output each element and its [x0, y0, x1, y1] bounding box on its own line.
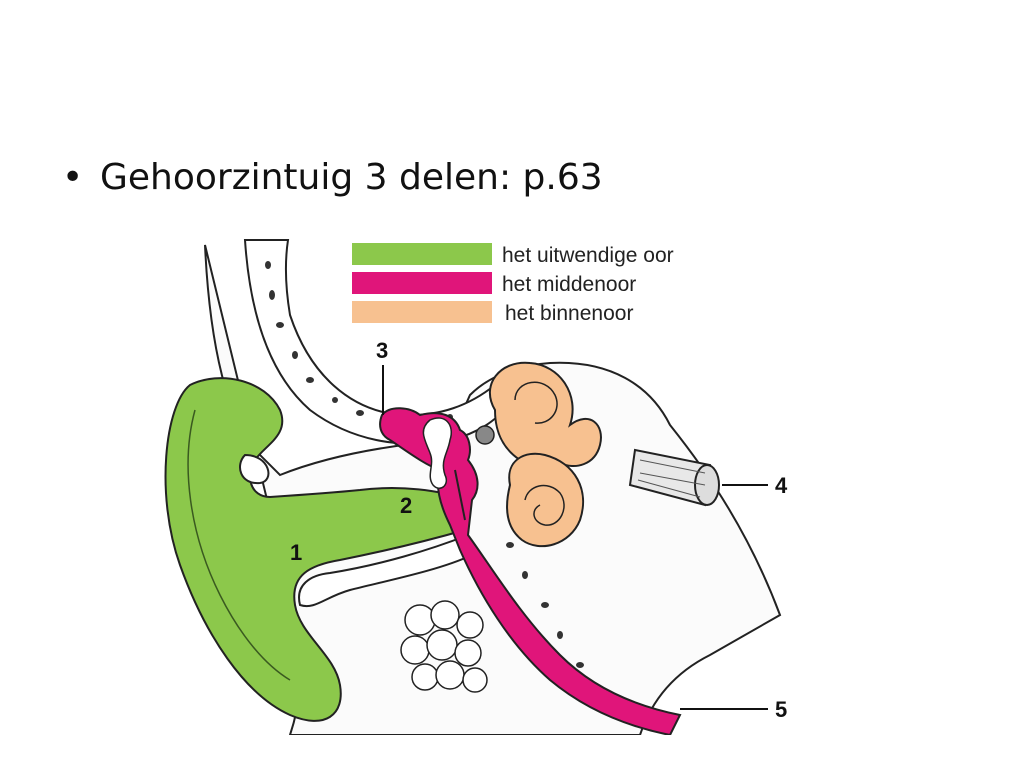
label-1: 1	[290, 540, 302, 565]
ossicles	[422, 417, 452, 489]
bullet-text-line: • Gehoorzintuig 3 delen: p.63	[62, 152, 603, 204]
cochlea-spiral	[524, 484, 565, 526]
label-3: 3	[376, 338, 388, 363]
legend-label-inner: het binnenoor	[505, 302, 633, 325]
bullet-icon: •	[62, 157, 84, 198]
eardrum	[454, 469, 466, 521]
label-5: 5	[775, 697, 787, 722]
auditory-nerve	[628, 448, 720, 507]
pinna-helix-line	[187, 409, 291, 681]
legend-label-middle: het middenoor	[502, 273, 636, 296]
oval-window	[475, 425, 495, 445]
slide-heading: Gehoorzintuig 3 delen: p.63	[100, 157, 603, 198]
ear-diagram-svg: het uitwendige oor het middenoor het bin…	[164, 239, 788, 735]
inner-ear	[489, 361, 602, 548]
legend-swatch-inner	[352, 301, 492, 323]
cartilage-notch	[239, 453, 270, 485]
label-4: 4	[775, 473, 788, 498]
legend-label-outer: het uitwendige oor	[502, 244, 674, 267]
mastoid-cells	[400, 600, 488, 693]
canal-loop	[514, 381, 558, 424]
legend: het uitwendige oor het middenoor het bin…	[352, 243, 674, 325]
ear-diagram: het uitwendige oor het middenoor het bin…	[150, 235, 810, 735]
label-2: 2	[400, 493, 412, 518]
cochlea	[506, 452, 585, 548]
legend-swatch-middle	[352, 272, 492, 294]
legend-swatch-outer	[352, 243, 492, 265]
